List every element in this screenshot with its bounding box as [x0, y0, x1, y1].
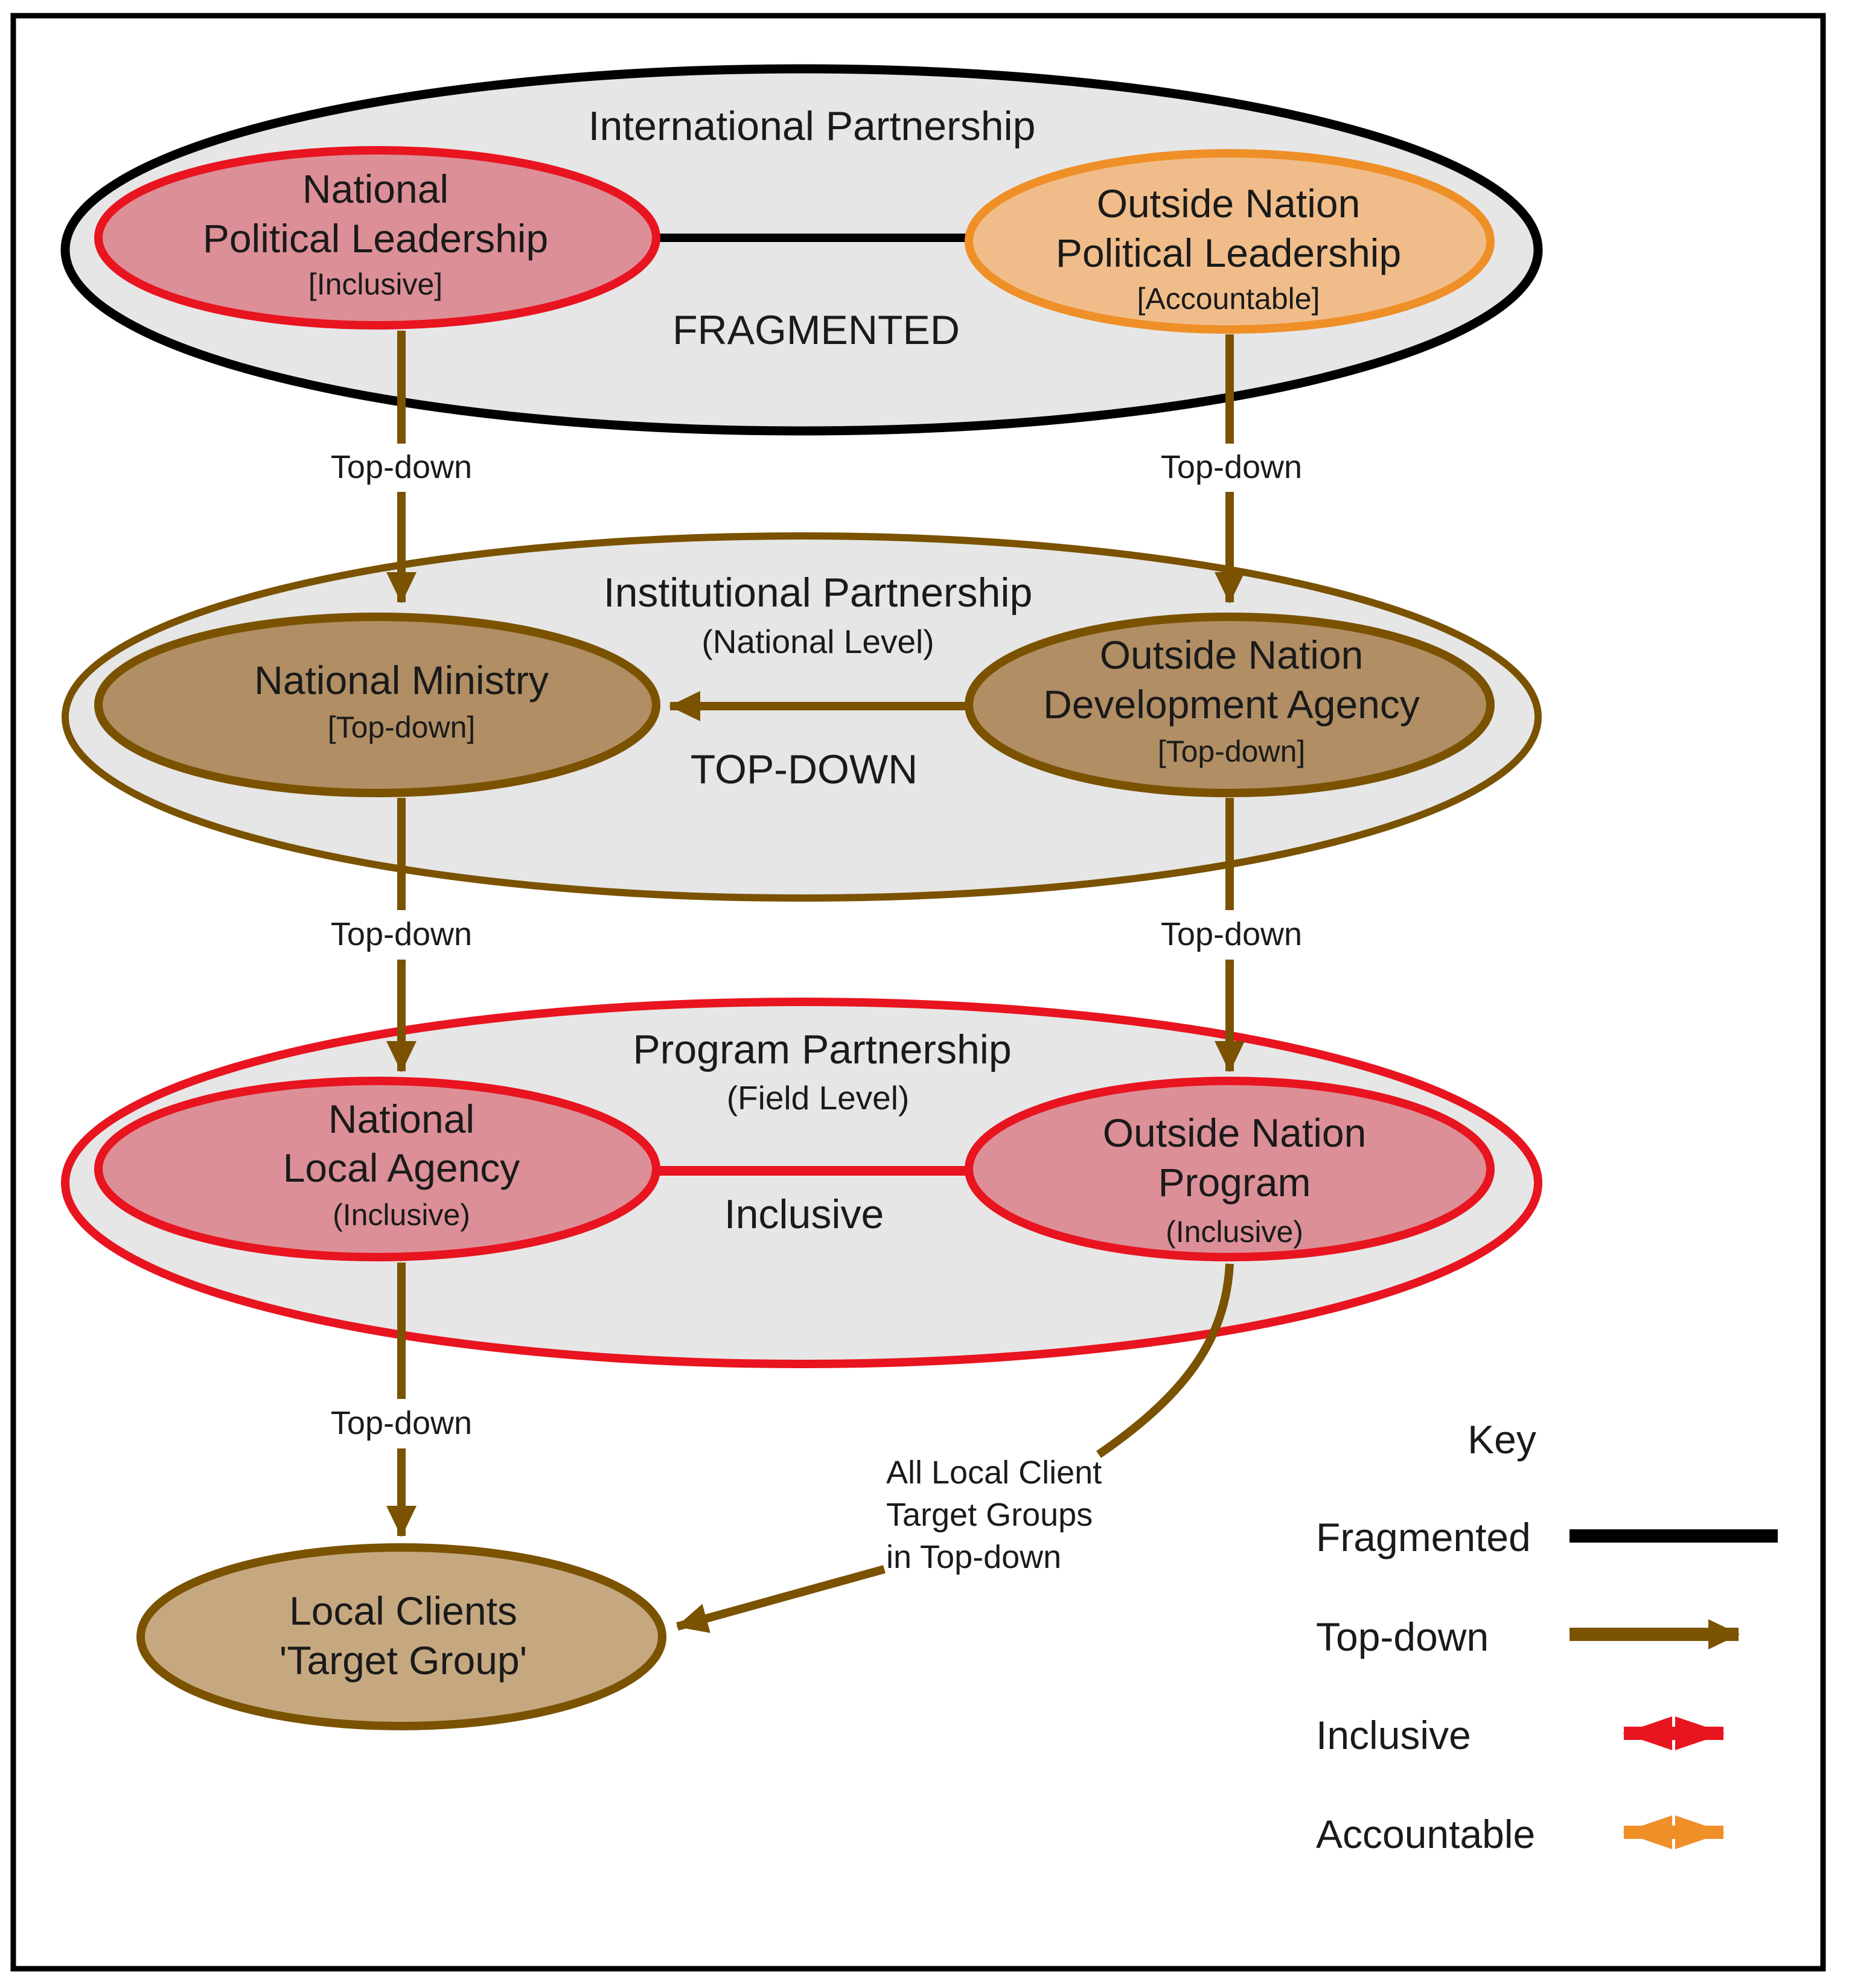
tier-international: International Partnership National Polit… — [60, 64, 1543, 436]
development-agency-line-1: Outside Nation — [1100, 632, 1364, 677]
outside-nation-political-leadership-tag: [Accountable] — [1137, 282, 1320, 316]
outside-nation-program-node — [965, 1077, 1495, 1261]
national-ministry-node — [94, 613, 660, 797]
outside-nation-political-leadership-line-2: Political Leadership — [1056, 231, 1401, 275]
legend-label-accountable: Accountable — [1316, 1812, 1535, 1856]
development-agency-tag: [Top-down] — [1158, 734, 1306, 768]
curved-arrow-program-lower — [676, 1565, 886, 1633]
national-ministry-tag: [Top-down] — [328, 710, 476, 744]
outside-nation-political-leadership-node — [965, 149, 1495, 334]
national-local-agency-node — [94, 1077, 660, 1261]
national-political-leadership-line-1: National — [302, 167, 449, 211]
local-clients-line-1: Local Clients — [289, 1588, 517, 1633]
tier-program-mode: Inclusive — [724, 1191, 884, 1237]
tier-institutional-title: Institutional Partnership — [604, 570, 1033, 616]
curved-arrow-program-upper — [1096, 1263, 1234, 1458]
outside-nation-program-tag: (Inclusive) — [1166, 1215, 1303, 1249]
legend: Key Fragmented Top-down Inclusive Accoun… — [1316, 1417, 1778, 1856]
local-clients: Local Clients 'Target Group' — [136, 1543, 666, 1730]
edge-label-left-3: Top-down — [331, 1405, 472, 1441]
curved-arrow-note-line-3: in Top-down — [886, 1539, 1061, 1575]
topdown-arrows — [386, 331, 1245, 1633]
national-local-agency-tag: (Inclusive) — [333, 1198, 470, 1232]
tier-institutional-subtitle: (National Level) — [701, 623, 934, 660]
legend-label-topdown: Top-down — [1316, 1614, 1489, 1659]
national-political-leadership-node — [94, 146, 660, 330]
national-local-agency-line-2: Local Agency — [283, 1145, 520, 1190]
legend-label-fragmented: Fragmented — [1316, 1515, 1531, 1559]
national-local-agency-line-1: National — [328, 1097, 474, 1141]
outside-nation-political-leadership-line-1: Outside Nation — [1097, 181, 1361, 226]
edge-label-left-1: Top-down — [331, 449, 472, 485]
edge-label-left-2: Top-down — [331, 916, 472, 952]
edge-label-right-2: Top-down — [1161, 916, 1302, 952]
legend-label-inclusive: Inclusive — [1316, 1713, 1471, 1757]
tier-international-mode: FRAGMENTED — [672, 307, 960, 353]
edge-label-right-1: Top-down — [1161, 449, 1302, 485]
tier-international-title: International Partnership — [589, 103, 1036, 149]
outside-nation-program-line-1: Outside Nation — [1103, 1110, 1367, 1155]
curved-arrow-note-line-1: All Local Client — [886, 1454, 1102, 1491]
curved-arrow-note-line-2: Target Groups — [886, 1497, 1093, 1533]
legend-title: Key — [1467, 1417, 1536, 1462]
tier-program: Program Partnership (Field Level) Nation… — [61, 998, 1542, 1368]
local-clients-node — [136, 1543, 666, 1730]
development-agency-line-2: Development Agency — [1043, 682, 1420, 727]
local-clients-line-2: 'Target Group' — [279, 1638, 527, 1683]
tier-institutional-mode: TOP-DOWN — [691, 747, 918, 792]
tier-program-subtitle: (Field Level) — [727, 1079, 910, 1117]
tier-institutional: Institutional Partnership (National Leve… — [62, 532, 1542, 902]
outside-nation-program-line-2: Program — [1158, 1160, 1311, 1205]
national-ministry-line-1: National Ministry — [254, 658, 549, 702]
tier-program-title: Program Partnership — [633, 1027, 1011, 1072]
national-political-leadership-line-2: Political Leadership — [203, 216, 548, 261]
national-political-leadership-tag: [Inclusive] — [308, 267, 442, 301]
development-agency-node — [965, 613, 1495, 797]
